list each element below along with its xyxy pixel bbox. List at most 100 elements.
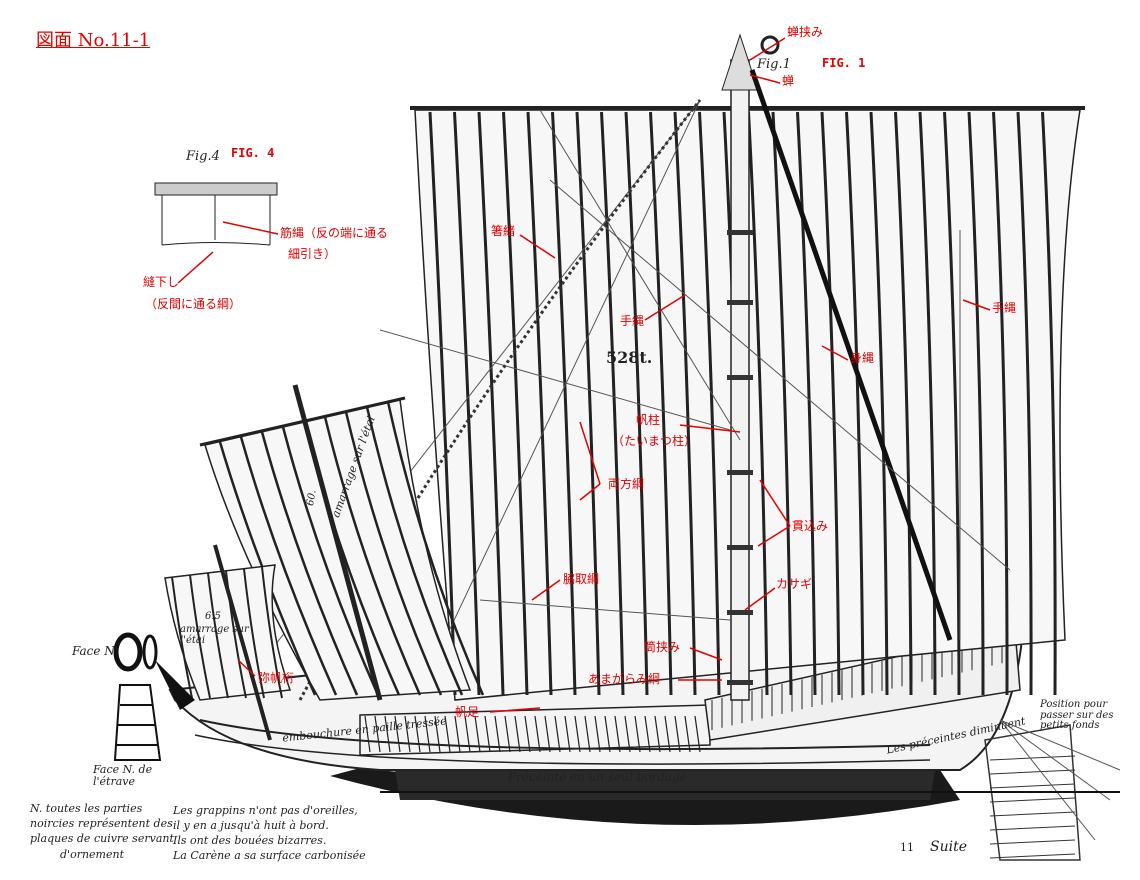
rudder-rung [989, 811, 1076, 817]
bow-sail-stripe [207, 572, 229, 699]
hand-note-left-2: noircies représentent des [30, 817, 173, 830]
fore-mast [292, 384, 383, 701]
main-sail-stripe [575, 111, 601, 696]
page-number: 11 [900, 841, 914, 854]
bulwark-slat [424, 715, 431, 753]
hand-face-n: Face N [72, 644, 115, 658]
mast-band [727, 545, 753, 550]
main-sail-stripe [845, 111, 865, 696]
hand-note-left-4: d'ornement [60, 848, 124, 861]
bulwark-slat [544, 715, 551, 753]
main-sail-stripe [943, 111, 961, 696]
fore-sail-stripe [386, 401, 485, 696]
bulwark-slat [554, 715, 561, 753]
rudder-rung [989, 825, 1076, 831]
hand-note-mid-2: il y en a jusqu'à huit à bord. [173, 819, 329, 832]
main-sail-stripe [428, 111, 457, 696]
annotation-arrows [177, 37, 991, 713]
hand-note-mid-4: La Carène a sa surface carbonisée [173, 849, 366, 862]
label-amagaramiduna: あまがらみ綱 [588, 672, 661, 686]
bulwark-slat [654, 715, 661, 753]
label-wakiboku-zuna: 脇取綱 [563, 572, 600, 586]
mast-top [721, 33, 759, 91]
bulwark-slat [574, 715, 581, 753]
rudder [984, 724, 1081, 861]
fore-sail-stripe [281, 426, 380, 696]
main-sail-stripe [894, 111, 913, 696]
main-sail-stripe [992, 111, 1009, 696]
hand-position: Position pour passer sur des petits fond… [1040, 699, 1114, 731]
main-sail-stripes [428, 111, 1057, 696]
hull-wale [199, 719, 931, 751]
hand-label-65: 6.5 [205, 611, 221, 622]
rudder-rung [989, 783, 1076, 789]
bulwark-slat [684, 715, 691, 753]
main-sail-stripe [600, 111, 625, 696]
rudder-rungs [989, 755, 1076, 859]
bulwark-slat [664, 715, 671, 753]
bulwark-slat [404, 715, 411, 753]
bulwark-slat [484, 715, 491, 753]
hand-note-left-3: plaques de cuivre servant [30, 832, 174, 845]
bow-mast [213, 544, 272, 741]
hand-preceinte: Préceinte en un seul bordage [508, 770, 687, 784]
main-sail-stripe [1041, 111, 1057, 696]
bulwark-slat [434, 715, 441, 753]
main-sail-stripe [771, 111, 793, 696]
main-halyard [749, 69, 953, 641]
bow-head [155, 660, 195, 710]
bulwark-slat [474, 715, 481, 753]
bow-sail-stripe [171, 576, 193, 699]
label-yahazu: 弥帆桁 [258, 671, 295, 685]
bulwark-slat [364, 715, 371, 753]
main-sail-stripe [673, 111, 697, 696]
main-sail-stripe [526, 111, 553, 696]
label-tsumi-basami: 蝉挟み [787, 25, 824, 39]
hand-fig4: Fig.4 [186, 149, 220, 164]
main-sail-stripe [918, 111, 937, 696]
rudder-rung [989, 755, 1076, 761]
drawing-title: 図面 No.11-1 [36, 30, 151, 51]
main-sail-stripe [967, 111, 985, 696]
bulwark-slat [504, 715, 511, 753]
main-sail-stripe [502, 111, 529, 696]
bulwark-slat [464, 715, 471, 753]
label-tezuna-left: 手縄 [620, 314, 645, 328]
bulwark-slat [614, 715, 621, 753]
bulwark-slat [394, 715, 401, 753]
mast-band [727, 230, 753, 235]
rudder-rung [989, 769, 1076, 775]
bulwark-slat [604, 715, 611, 753]
bulwark-slat [674, 715, 681, 753]
label-tezuna-right: 手縄 [992, 301, 1017, 315]
bow-sail-stripe [261, 566, 283, 699]
bulwark-slat [494, 715, 501, 753]
label-semi: 蝉 [782, 74, 795, 88]
bulwark-slat [374, 715, 381, 753]
hand-note-left-1: N. toutes les parties [30, 802, 143, 815]
fore-sail-stripe [260, 431, 359, 696]
hull-bulwark [359, 704, 711, 756]
label-kankomi: 貫込み [792, 519, 829, 533]
hand-amarrage-2: amarrage sur l'étai [180, 624, 249, 646]
bulwark-slat [524, 715, 531, 753]
label-hobashira: 帆柱 [636, 413, 661, 427]
bow-sail-stripe [189, 574, 211, 699]
bulwark-slat [624, 715, 631, 753]
bulwark-slat [594, 715, 601, 753]
bulwark-slat [694, 715, 701, 753]
fore-sail-stripes [218, 401, 485, 696]
bow-ladder-rungs [116, 704, 158, 746]
label-hoashi: 帆足 [455, 705, 480, 719]
label-sujinawa: 筋縄（反の端に通る [280, 226, 389, 240]
bow-emblem-2 [142, 634, 158, 670]
label-ryouhou-zuna: 両方綱 [608, 477, 645, 491]
mast-band [727, 300, 753, 305]
bulwark-slat [444, 715, 451, 753]
label-hobashira-reading: （たいまつ柱） [612, 434, 697, 448]
mast-band [727, 375, 753, 380]
fig4-tag: FIG. 4 [231, 146, 275, 160]
main-sail-stripe [477, 111, 505, 696]
hand-note-mid-1: Les grappins n'ont pas d'oreilles, [173, 804, 358, 817]
